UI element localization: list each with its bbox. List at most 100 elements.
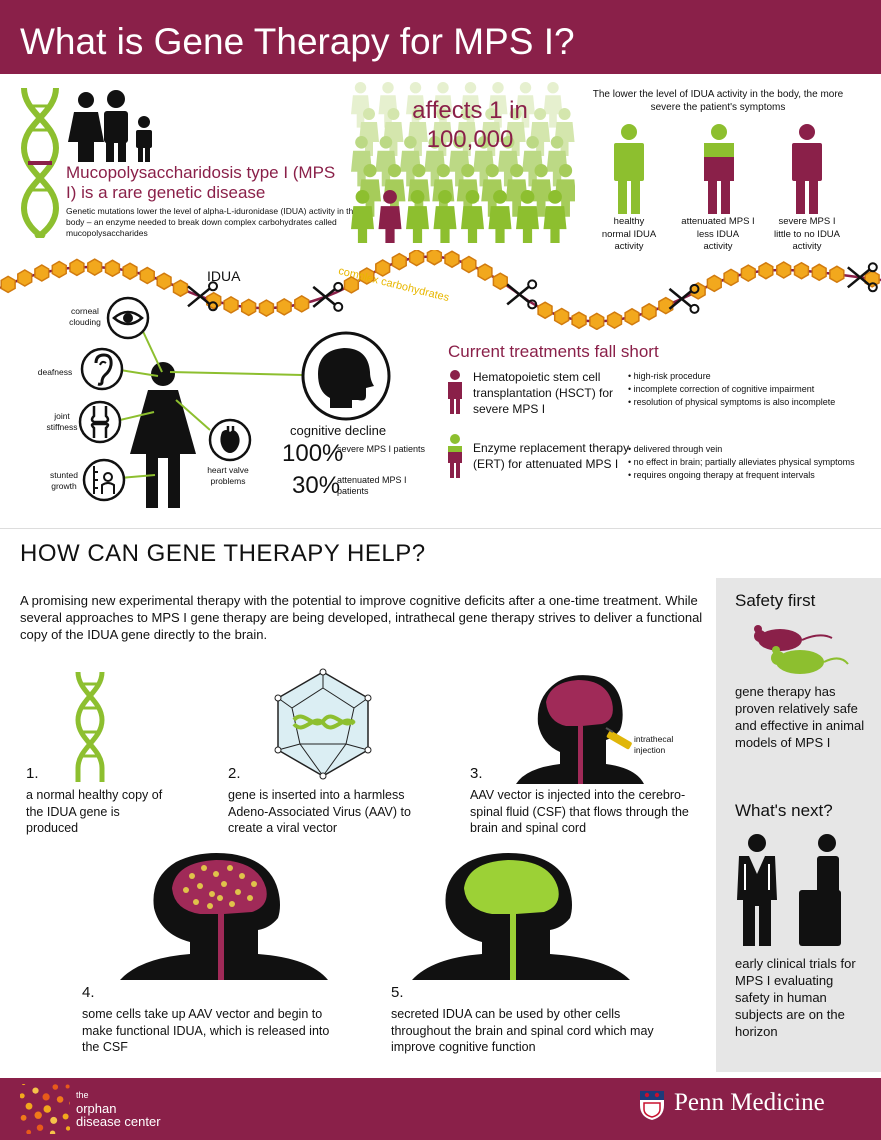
dna-helix-icon bbox=[75, 672, 105, 782]
crowd-person-icon bbox=[522, 136, 544, 187]
idua-label: IDUA bbox=[207, 268, 241, 284]
penn-shield-icon bbox=[640, 1091, 664, 1120]
ear-icon bbox=[80, 347, 124, 391]
mouse-icon bbox=[754, 625, 849, 674]
orphan-logo-icon bbox=[20, 1084, 70, 1134]
logo-dot bbox=[36, 1124, 44, 1131]
carbohydrate-hexagon bbox=[641, 302, 657, 321]
crowd-person-icon bbox=[375, 136, 397, 187]
prevalence-text: affects 1 in 100,000 bbox=[412, 97, 528, 153]
cognitive-decline-label: cognitive decline bbox=[290, 423, 387, 438]
crowd-person-icon bbox=[378, 82, 398, 128]
gene-therapy-intro: A promising new experimental therapy wit… bbox=[20, 593, 703, 642]
step-number: 4. bbox=[82, 984, 95, 1001]
step-text: gene is inserted into a harmless Adeno-A… bbox=[228, 788, 411, 835]
aav-particle bbox=[183, 887, 189, 893]
crowd-person-icon bbox=[530, 164, 553, 217]
aav-particle bbox=[209, 891, 215, 897]
attenuated-percentage: 30% bbox=[292, 472, 341, 499]
logo-dot bbox=[26, 1129, 32, 1134]
crowd-person-icon bbox=[359, 164, 381, 217]
crowd-person-icon bbox=[481, 164, 504, 217]
list-item: resolution of physical symptoms is also … bbox=[628, 396, 868, 409]
logo-dot bbox=[32, 1087, 39, 1094]
logo-dot bbox=[34, 1111, 42, 1119]
aav-particle bbox=[207, 903, 213, 909]
logo-dot bbox=[21, 1084, 26, 1086]
patient-figure-icon bbox=[130, 362, 196, 508]
carbohydrate-hexagon bbox=[723, 268, 739, 287]
list-item: high-risk procedure bbox=[628, 370, 868, 383]
crowd-person-icon bbox=[554, 108, 575, 156]
attenuated-person-icon bbox=[704, 124, 734, 214]
next-heading: What's next? bbox=[735, 801, 833, 820]
heart-valve-label: heart valve problems bbox=[207, 465, 249, 486]
mps-description: Genetic mutations lower the level of alp… bbox=[66, 206, 358, 238]
severe-percentage-label: severe MPS I patients bbox=[337, 444, 426, 454]
carbohydrate-hexagon bbox=[426, 250, 443, 266]
logo-dot bbox=[42, 1093, 50, 1101]
logo-dot bbox=[49, 1130, 56, 1134]
aav-particle bbox=[229, 901, 235, 907]
crowd-person-icon bbox=[359, 108, 379, 156]
scissors-icon bbox=[187, 281, 219, 312]
carbohydrate-hexagon bbox=[706, 274, 722, 293]
carbohydrate-hexagon bbox=[343, 276, 360, 294]
carbohydrate-hexagon bbox=[589, 312, 605, 330]
list-item: incomplete correction of cognitive impai… bbox=[628, 383, 868, 396]
knee-joint-icon bbox=[78, 400, 122, 444]
logo-dot bbox=[50, 1116, 58, 1124]
aav-particle bbox=[213, 871, 219, 877]
carbohydrate-hexagon bbox=[34, 264, 50, 282]
crowd-person-icon bbox=[351, 82, 370, 128]
scissors-icon bbox=[312, 281, 344, 312]
step-text: some cells take up AAV vector and begin … bbox=[82, 1007, 330, 1054]
carbohydrate-hexagon bbox=[391, 252, 407, 271]
aav-particle bbox=[251, 881, 257, 887]
aav-particle bbox=[197, 883, 203, 889]
severe-percentage: 100% bbox=[282, 440, 344, 467]
carbohydrate-hexagon bbox=[172, 279, 189, 298]
carbohydrate-hexagon bbox=[571, 311, 587, 330]
next-text: early clinical trials for MPS I evaluati… bbox=[735, 956, 856, 1039]
aav-particle bbox=[247, 895, 253, 901]
list-item: delivered through vein bbox=[628, 443, 868, 456]
crowd-person-icon bbox=[481, 108, 502, 156]
carbohydrate-hexagon bbox=[776, 261, 792, 279]
aav-particle bbox=[235, 889, 241, 895]
heart-icon bbox=[208, 418, 252, 462]
logo-dot bbox=[52, 1084, 59, 1090]
idua-activity-heading: The lower the level of IDUA activity in … bbox=[592, 89, 844, 113]
joint-stiffness-label: joint stiffness bbox=[46, 411, 78, 432]
carbohydrate-chain bbox=[0, 250, 881, 330]
virus-vector-icon bbox=[274, 668, 372, 780]
logo-dot bbox=[65, 1084, 70, 1089]
carbohydrate-hexagon bbox=[829, 265, 845, 284]
carbohydrate-hexagon bbox=[624, 307, 640, 326]
carbohydrate-hexagon bbox=[606, 311, 623, 329]
carbohydrate-hexagon bbox=[294, 295, 310, 313]
crowd-person-icon bbox=[488, 82, 508, 128]
hsct-name: Hematopoietic stem cell transplantation … bbox=[473, 370, 614, 416]
ert-points: delivered through vein no effect in brai… bbox=[628, 443, 868, 482]
carbohydrate-hexagon bbox=[811, 263, 827, 282]
carbohydrate-hexagon bbox=[359, 267, 375, 285]
eye-icon bbox=[106, 296, 150, 340]
carbohydrate-hexagon bbox=[104, 259, 121, 278]
carbohydrate-hexagon bbox=[461, 255, 477, 274]
crowd-person-icon bbox=[448, 136, 470, 187]
treatments-heading: Current treatments fall short bbox=[448, 342, 659, 361]
carbohydrate-hexagon bbox=[0, 275, 16, 294]
aav-particle bbox=[201, 865, 207, 871]
carbohydrate-hexagon bbox=[240, 298, 257, 317]
carbohydrate-hexagon bbox=[658, 296, 674, 315]
crowd-person-icon bbox=[516, 190, 539, 243]
crowd-person-icon bbox=[378, 190, 402, 243]
step-text: a normal healthy copy of the IDUA gene i… bbox=[26, 788, 163, 835]
carbohydrate-hexagon bbox=[122, 262, 138, 281]
carbohydrate-hexagon bbox=[477, 263, 493, 281]
head-transduced-icon bbox=[120, 853, 328, 980]
deafness-label: deafness bbox=[37, 367, 73, 377]
aav-particle bbox=[221, 881, 227, 887]
